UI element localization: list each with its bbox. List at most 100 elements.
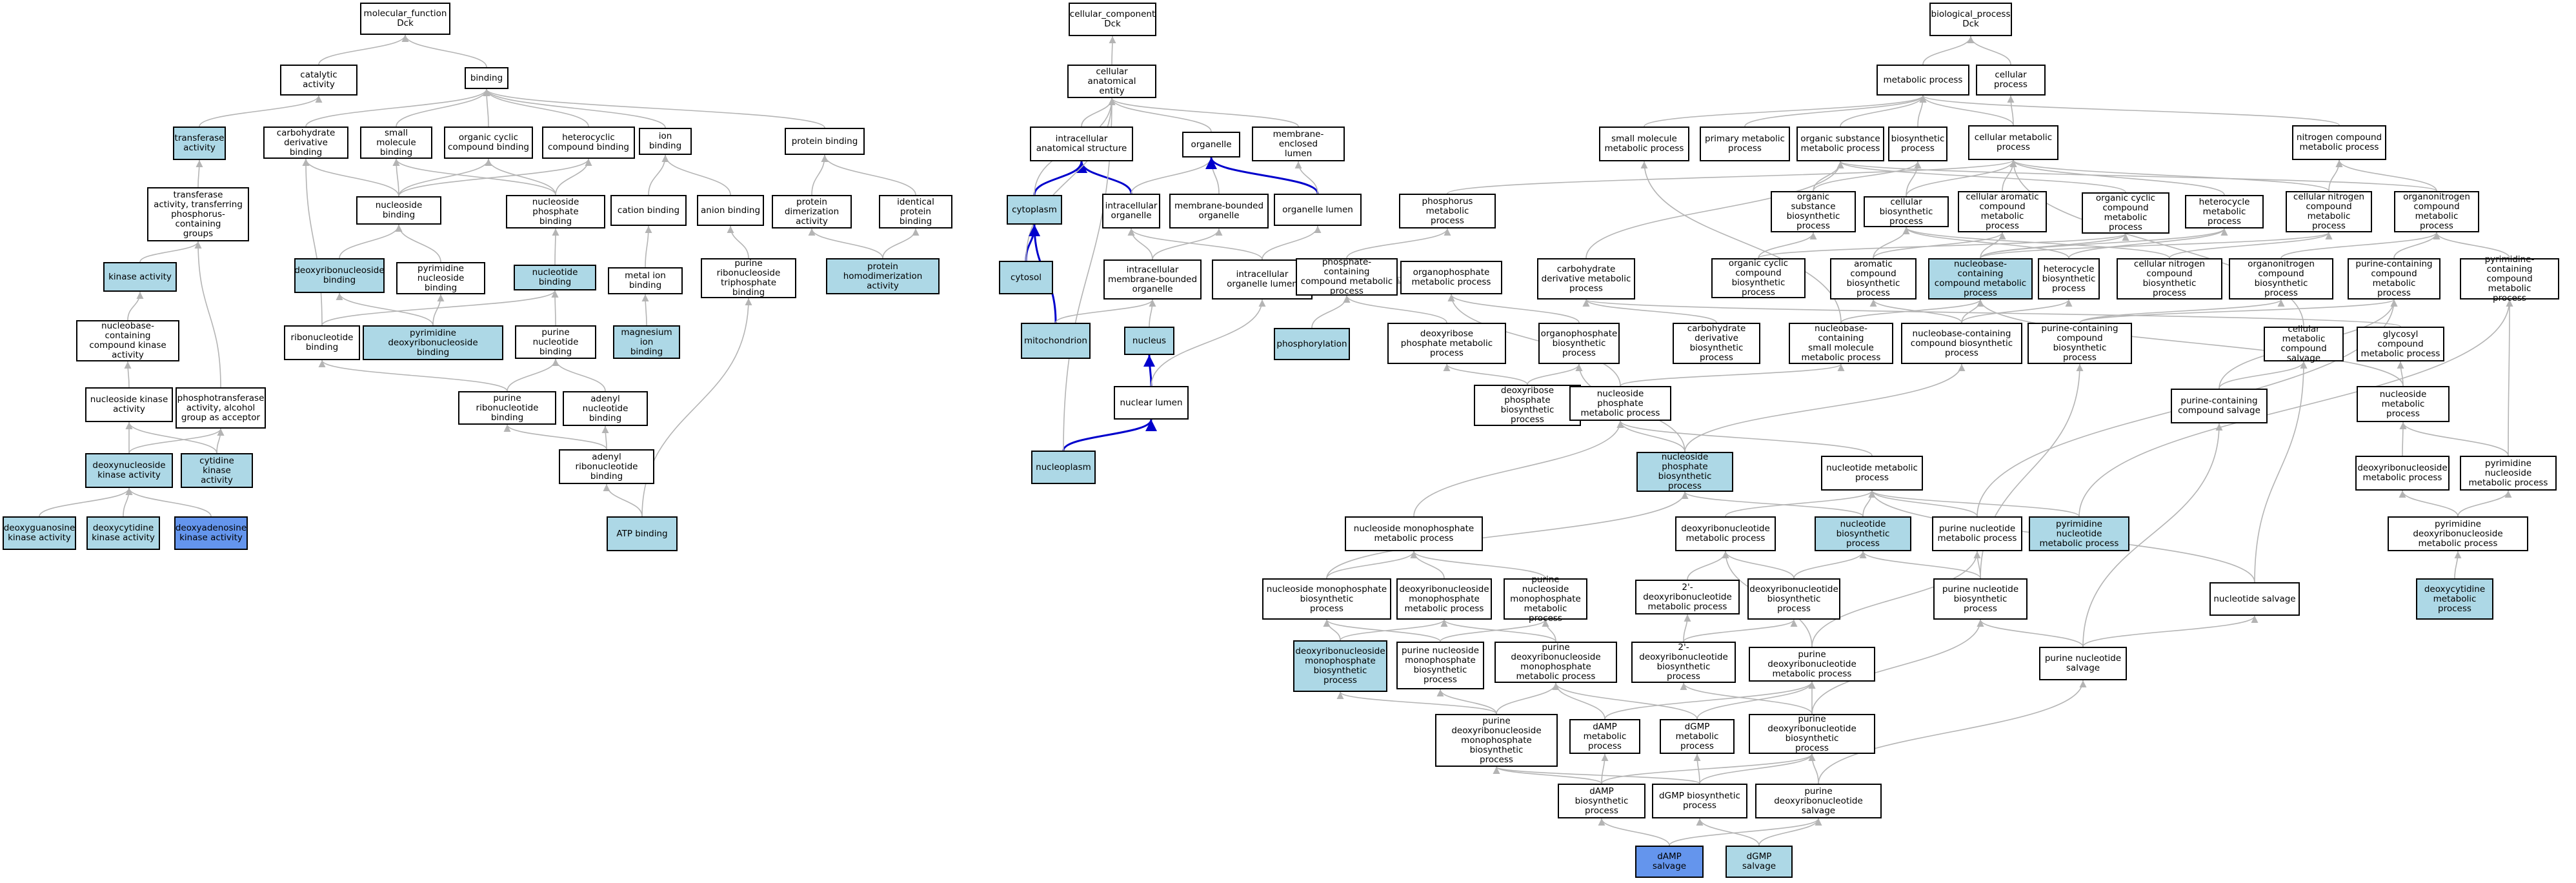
edge-hetcycmet-to-cellmet — [2009, 159, 2225, 196]
edge-pyrcontmet-to-organonitmet — [2433, 232, 2510, 259]
go-term-cellmet: cellular metabolic process — [1968, 125, 2058, 160]
go-term-purnucmonobio: purine nucleoside monophosphate biosynth… — [1396, 642, 1484, 689]
edge-deoxyribphosbio-to-deoxyribphosmet — [1443, 363, 1528, 385]
go-term-cellnitbio: cellular nitrogen compound biosynthetic … — [2117, 258, 2222, 299]
edge-deoxycytmet-to-pyrdeoxymet — [2454, 551, 2462, 579]
edge-nucmonobio-to-nucmonomet — [1326, 551, 1418, 579]
edge-identprot-to-proteinbind — [821, 154, 916, 196]
edge-deoxynuckin-to-phosalc — [128, 428, 225, 454]
go-term-anionbind: anion binding — [697, 195, 764, 226]
go-term-dgmp_salv: dGMP salvage — [1726, 846, 1793, 878]
edge-dgmp_bio-to-dgmp_met — [1693, 753, 1701, 784]
go-term-mitochondrion: mitochondrion — [1021, 323, 1091, 359]
edge-nucleoplasm-to-cellanat — [1063, 97, 1116, 451]
go-term-metproc: metabolic process — [1877, 65, 1969, 96]
edge-ionbind-to-binding — [483, 88, 666, 128]
go-term-intracellanat: intracellular anatomical structure — [1030, 127, 1133, 161]
edge-nitrogenmet-to-metproc — [1919, 95, 2340, 126]
edge-intracellorglumen-to-intracellorg — [1127, 228, 1263, 260]
go-term-phosmet: phosphorus metabolic process — [1399, 194, 1496, 228]
go-term-kinase: kinase activity — [103, 262, 177, 292]
edge-nucleosidemet-to-nucbasemet — [1977, 299, 2404, 387]
edge-dgmp_salv-to-dgmp_bio — [1696, 818, 1760, 846]
go-term-pyrnucmet: pyrimidine nucleoside metabolic process — [2460, 456, 2557, 491]
go-term-deoxyribonucbind: deoxyribonucleoside binding — [294, 258, 385, 293]
go-term-purnucleotidesalv: purine nucleotide salvage — [2039, 647, 2127, 680]
edge-magnesium-to-metalion — [641, 294, 649, 326]
go-term-primmet: primary metabolic process — [1700, 127, 1790, 161]
edge-arombio-to-cellarom — [1873, 232, 2006, 259]
edge-dgmp_met-to-purdeoxyribnucmonomet — [1552, 682, 1698, 720]
edge-deoxyribnucmonobio-to-deoxyribnucmonomet — [1340, 619, 1448, 641]
go-term-binding: binding — [465, 67, 508, 89]
edge-proteinbind-to-binding — [483, 88, 825, 128]
go-term-deoxyguan: deoxyguanosine kinase activity — [3, 516, 76, 550]
edge-nucbasemet-to-cellnitmet — [1980, 232, 2333, 259]
go-term-purnucleotidebio: purine nucleotide biosynthetic process — [1933, 578, 2028, 620]
edge-cytidinekin-to-phosalc — [216, 428, 225, 454]
edge-smallmolbind-to-binding — [396, 88, 490, 127]
go-term-orgcycbind: organic cyclic compound binding — [444, 127, 533, 159]
go-term-cellmetsalv: cellular metabolic compound salvage — [2264, 325, 2344, 363]
edge-twodeoxybio-to-twodeoxymet — [1683, 614, 1691, 642]
go-term-pyrnucleotidemet: pyrimidine nucleotide metabolic process — [2029, 516, 2129, 551]
go-term-nucleotidemet: nucleotide metabolic process — [1821, 456, 1923, 491]
go-term-arombio: aromatic compound biosynthetic process — [1830, 258, 1917, 299]
go-term-purribtri: purine ribonucleoside triphosphate bindi… — [701, 258, 796, 298]
edge-pyrdeoxymet-to-pyrnucmet — [2457, 490, 2512, 517]
edge-damp_salv-to-purdeoxyribonucleotidesalv — [1669, 818, 1822, 846]
edge-purnucleotidemet-to-nucleotidemet — [1868, 490, 1978, 517]
go-term-organophosbio: organophosphate biosynthetic process — [1538, 323, 1620, 364]
go-term-deoxyribonucleotidebio: deoxyribonucleotide biosynthetic process — [1747, 578, 1840, 620]
edge-cellnitbio-to-cellnitmet — [2169, 232, 2333, 259]
go-term-nucleotidebind: nucleotide binding — [514, 265, 596, 290]
edge-purdeoxyribnucmonobio-to-deoxyribnucmonobio — [1336, 691, 1497, 715]
edge-hetcycbio-to-hetcycmet — [2068, 228, 2228, 259]
edge-dgmp_met-to-purdeoxyribonucleotidemet — [1696, 681, 1816, 720]
edge-purdeoxyribonucleotidesalv-to-purnucleotidesalv — [1818, 680, 2087, 784]
edge-nucmonobio-to-nucphosbio — [1326, 491, 1689, 579]
go-term-purribbind: purine ribonucleotide binding — [458, 391, 556, 425]
edge-membenclumen-to-cellanat — [1108, 97, 1299, 127]
go-term-proteinbind: protein binding — [785, 128, 865, 155]
edge-intracellorg-to-intracellanat — [1076, 161, 1132, 194]
go-term-nucbasesmall: nucleobase-containing small molecule met… — [1789, 323, 1893, 364]
edge-purnucmonobio-to-purnucmonomet — [1440, 619, 1549, 642]
edge-pyrdeoxymet-to-deoxyribnucmet — [2399, 490, 2459, 517]
go-term-nucleosidemet: nucleoside metabolic process — [2357, 386, 2450, 422]
go-term-twodeoxymet: 2'-deoxyribonucleotide metabolic process — [1635, 580, 1740, 614]
go-term-deoxyribnucmet: deoxyribonucleoside metabolic process — [2355, 456, 2450, 491]
edge-carbderivmet-to-orgsubmet — [1585, 161, 1844, 259]
edge-purdeoxyribonucleotidesalv-to-purdeoxyribonucleotidebio — [1808, 753, 1819, 784]
go-term-hetcycmet: heterocycle metabolic process — [2185, 195, 2264, 228]
go-term-pyrnucbind: pyrimidine nucleoside binding — [396, 262, 485, 294]
go-term-nucphosmet: nucleoside phosphate metabolic process — [1569, 386, 1671, 421]
edge-orgcycbio-to-orgcycmet — [1758, 233, 2129, 259]
edge-pyrdeoxybind-to-deoxyribonucbind — [336, 292, 434, 326]
go-term-cationbind: cation binding — [610, 195, 687, 226]
edge-purnucmonobio-to-nucmonobio — [1323, 619, 1441, 642]
edge-adenylribbind-to-purribbind — [503, 424, 607, 450]
edge-ribonucbind-to-nucleotidebind — [321, 290, 559, 326]
go-term-magnesium: magnesium ion binding — [613, 325, 680, 359]
go-term-carbderivbio: carbohydrate derivative biosynthetic pro… — [1673, 323, 1760, 364]
go-term-nucmonobio: nucleoside monophosphate biosynthetic pr… — [1262, 578, 1391, 620]
go-term-mf: molecular_function Dck — [360, 3, 450, 35]
edge-glycosylmet-to-carbderivmet — [1583, 299, 2401, 327]
go-term-nitrogenmet: nitrogen compound metabolic process — [2292, 125, 2386, 160]
edge-organelle-to-cellanat — [1108, 97, 1212, 132]
go-term-metalion: metal ion binding — [608, 267, 683, 294]
edge-purdeoxyribonucleotidebio-to-purnucleotidebio — [1811, 619, 1984, 715]
edge-purcontbio-to-purcontmet — [2079, 299, 2398, 323]
go-term-damp_bio: dAMP biosynthetic process — [1558, 784, 1645, 818]
edge-purdeoxyribonucleotidemet-to-purnucleotidemet — [1811, 551, 1981, 647]
go-term-glycosylmet: glycosyl compound metabolic process — [2357, 327, 2444, 361]
go-term-orgcycbio: organic cyclic compound biosynthetic pro… — [1711, 258, 1806, 298]
edge-cellbio-to-cellmet — [1906, 159, 2017, 197]
edge-dgmp_salv-to-purdeoxyribonucleotidesalv — [1758, 818, 1822, 846]
edge-nuclearlumen-to-intracellorglumen — [1151, 299, 1266, 387]
edge-nucleotidesalv-to-cellmetsalv — [2254, 361, 2308, 583]
edge-purnucmonomet-to-nucmonomet — [1410, 551, 1546, 579]
go-term-purnucbind: purine nucleotide binding — [515, 325, 596, 359]
